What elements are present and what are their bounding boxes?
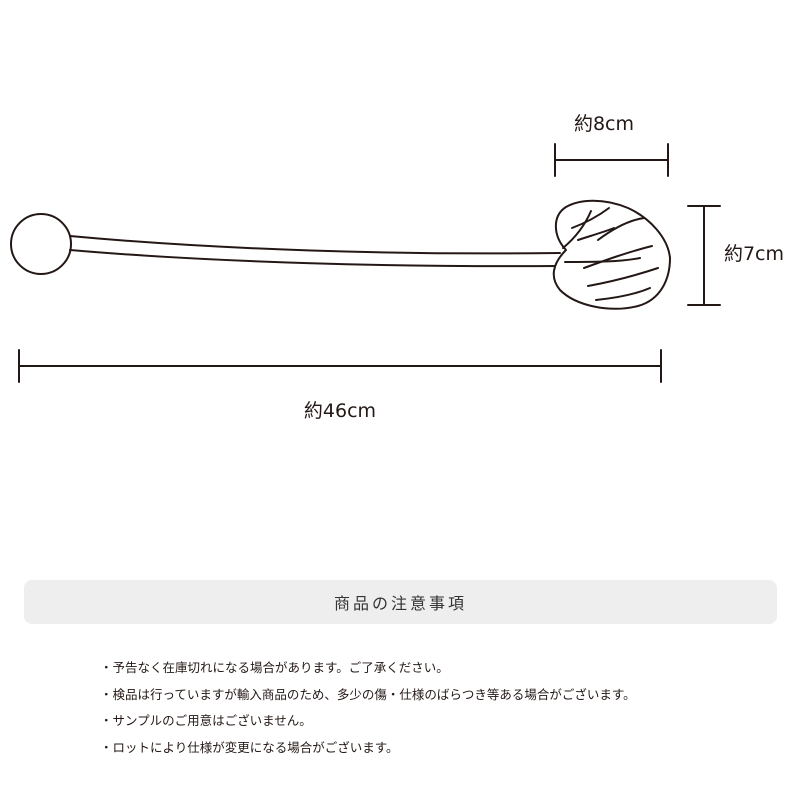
leaf-height-label: 約7cm (724, 243, 784, 265)
notice-header-bar: 商品の注意事項 (24, 580, 777, 624)
overall-length-label: 約46cm (304, 400, 376, 422)
notice-item: ロットにより仕様が変更になる場合がございます。 (100, 735, 780, 762)
leaf-height-dimension-line (687, 205, 721, 306)
leaf-width-dimension-line (554, 143, 669, 177)
leaf-width-label: 約8cm (574, 113, 634, 135)
product-dimension-diagram: 約46cm 約8cm 約7cm (10, 113, 784, 422)
notice-title: 商品の注意事項 (333, 594, 467, 613)
wire-stem (69, 235, 561, 268)
notice-list: 予告なく在庫切れになる場合があります。ご了承ください。 検品は行っていますが輸入… (100, 655, 780, 761)
monstera-leaf-icon (552, 199, 671, 310)
ball-end (10, 213, 72, 275)
notice-item: 検品は行っていますが輸入商品のため、多少の傷・仕様のばらつき等ある場合がございま… (100, 682, 780, 709)
length-dimension-line (18, 349, 662, 383)
notice-item: 予告なく在庫切れになる場合があります。ご了承ください。 (100, 655, 780, 682)
notice-item: サンプルのご用意はございません。 (100, 708, 780, 735)
